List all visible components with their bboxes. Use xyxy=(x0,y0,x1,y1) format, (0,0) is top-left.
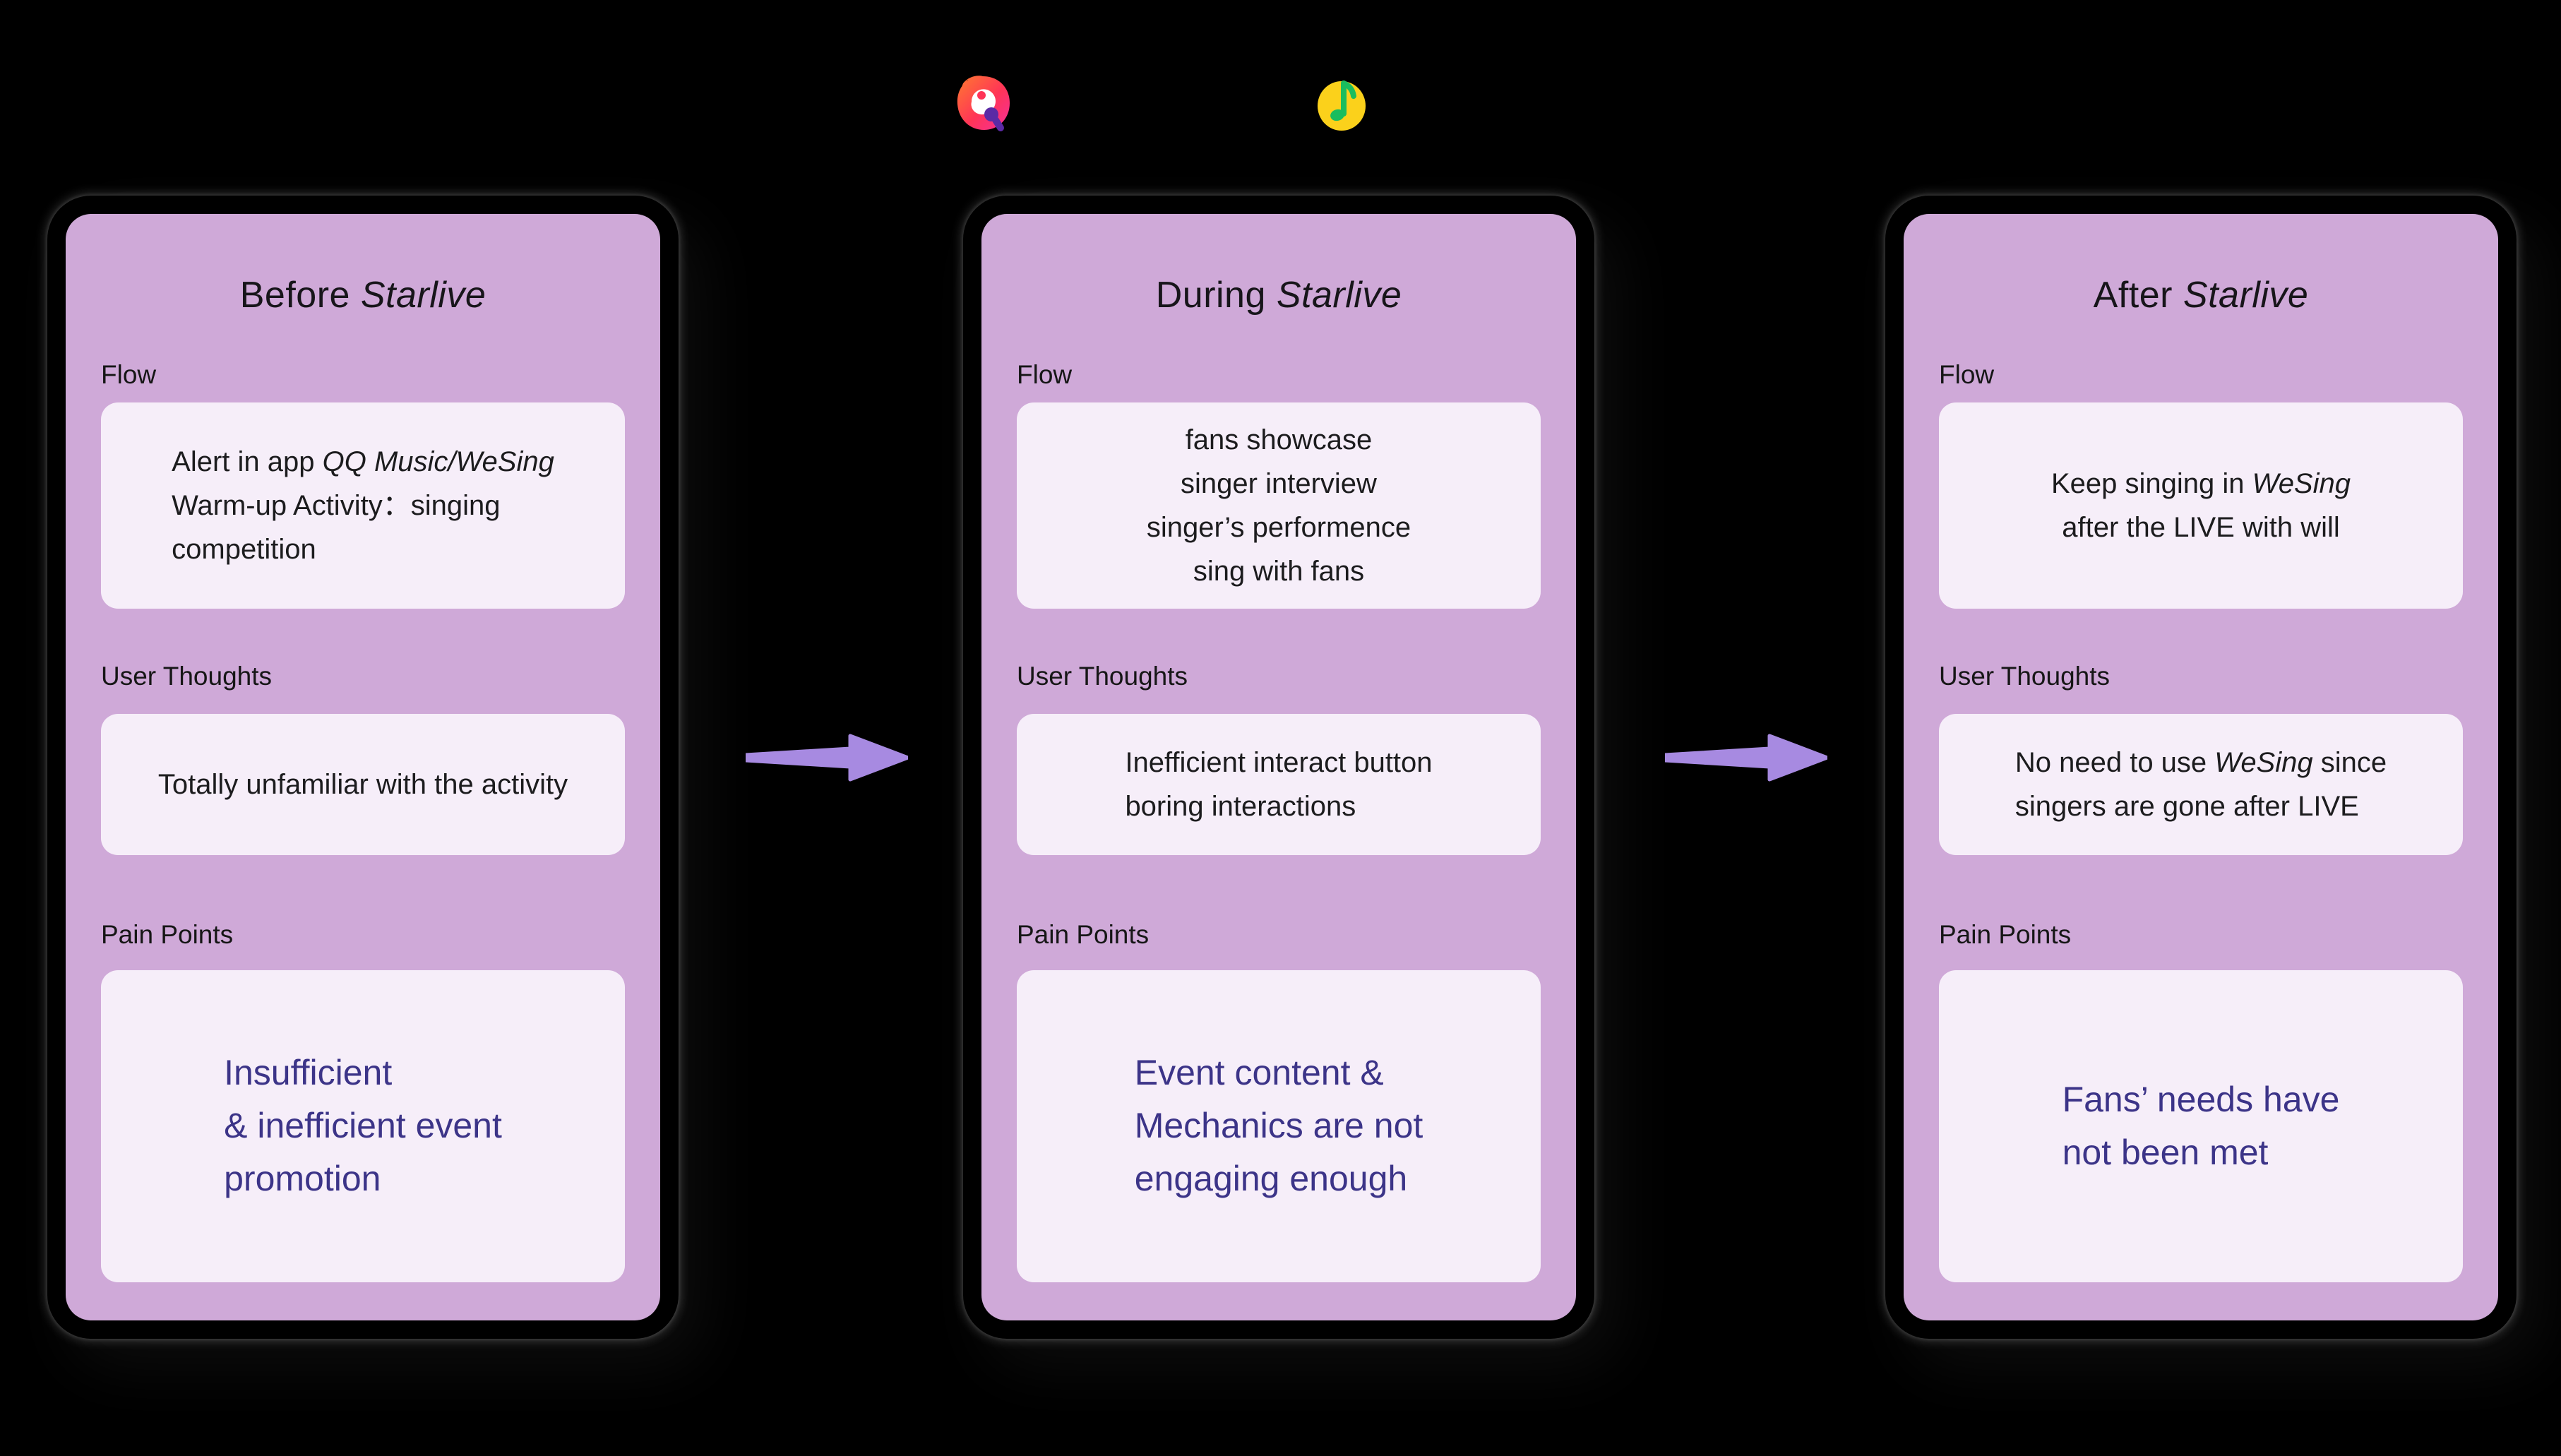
pain-points-label: Pain Points xyxy=(1017,919,1150,949)
card-before-starlive: Before Starlive Flow Alert in app QQ Mus… xyxy=(66,214,660,1320)
phase-title-after: After Starlive xyxy=(2093,275,2309,316)
user-thoughts-label: User Thoughts xyxy=(101,662,272,691)
arrow-during-to-after xyxy=(1665,734,1827,782)
phase-title-before: Before Starlive xyxy=(239,275,486,316)
flow-label: Flow xyxy=(1939,359,1995,389)
flow-label: Flow xyxy=(101,359,157,389)
pain-points-label: Pain Points xyxy=(101,919,234,949)
arrow-before-to-during xyxy=(746,734,908,782)
user-thoughts-text: Totally unfamiliar with the activity xyxy=(157,768,568,800)
pain-points-label: Pain Points xyxy=(1939,919,2072,949)
user-thoughts-bubble: Totally unfamiliar with the activity xyxy=(101,713,625,855)
qq-music-app-icon xyxy=(1318,80,1366,131)
wesing-app-icon xyxy=(957,76,1010,131)
card-after-starlive: After Starlive Flow Keep singing in WeSi… xyxy=(1904,214,2498,1320)
user-thoughts-label: User Thoughts xyxy=(1017,662,1188,691)
phase-title-during: During Starlive xyxy=(1155,275,1402,316)
user-thoughts-label: User Thoughts xyxy=(1939,662,2110,691)
flow-label: Flow xyxy=(1017,359,1073,389)
